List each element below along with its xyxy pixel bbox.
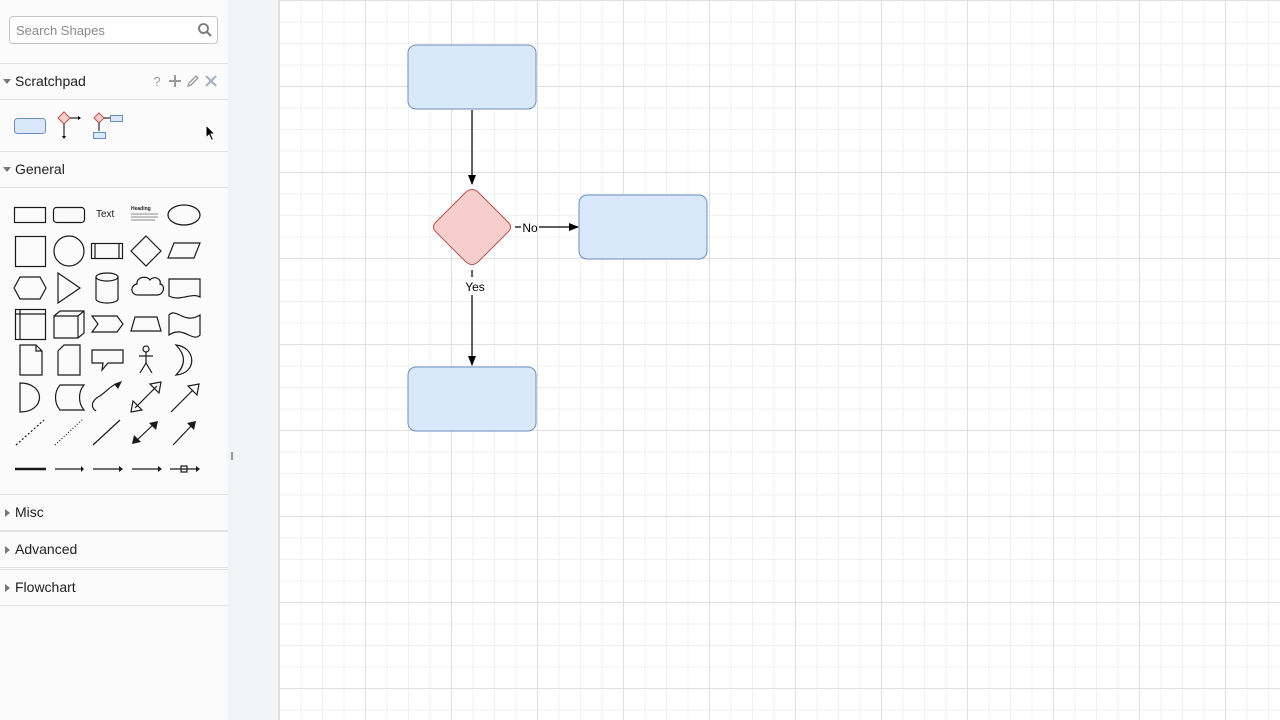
shape-cylinder[interactable] xyxy=(95,272,119,304)
sidebar-splitter[interactable] xyxy=(228,0,236,720)
shape-parallelogram[interactable] xyxy=(167,242,201,259)
shape-text[interactable]: Text xyxy=(96,209,115,220)
section-general-title: General xyxy=(15,161,65,177)
shape-connector-symbol[interactable] xyxy=(170,465,196,473)
shape-directional-connector[interactable] xyxy=(172,423,194,446)
process-box-bottom[interactable] xyxy=(407,366,537,432)
scratchpad-item-decision-branch[interactable] xyxy=(88,110,126,142)
expanded-triangle-icon xyxy=(3,79,11,84)
edge-label-yes[interactable]: Yes xyxy=(465,280,485,294)
help-icon[interactable]: ? xyxy=(153,73,161,89)
shape-heading[interactable]: Heading xyxy=(131,206,151,212)
shape-square[interactable] xyxy=(14,235,47,268)
shape-bidirectional-connector[interactable] xyxy=(134,422,156,443)
shape-callout[interactable] xyxy=(91,349,124,372)
section-misc[interactable]: Misc xyxy=(0,494,228,531)
section-general[interactable]: General xyxy=(0,151,228,188)
section-advanced[interactable]: Advanced xyxy=(0,531,228,568)
expanded-triangle-icon xyxy=(3,167,11,172)
collapsed-triangle-icon xyxy=(5,546,10,554)
mouse-cursor-icon xyxy=(205,124,217,142)
shape-card[interactable] xyxy=(57,344,81,376)
collapsed-triangle-icon xyxy=(5,584,10,592)
process-box-top[interactable] xyxy=(407,44,537,110)
section-flowchart[interactable]: Flowchart xyxy=(0,569,228,606)
shape-bidirectional-arrow[interactable] xyxy=(130,381,162,413)
shape-or[interactable] xyxy=(174,344,193,376)
section-flowchart-title: Flowchart xyxy=(15,579,76,595)
scratchpad-actions: ? xyxy=(150,73,218,89)
collapsed-triangle-icon xyxy=(5,509,10,517)
shape-line[interactable] xyxy=(92,419,121,446)
shape-cloud[interactable] xyxy=(131,276,165,296)
shape-ellipse[interactable] xyxy=(167,204,201,226)
shape-dotted-line[interactable] xyxy=(54,419,83,446)
section-advanced-title: Advanced xyxy=(15,541,78,557)
shape-document[interactable] xyxy=(168,278,201,299)
splitter-grip-icon[interactable] xyxy=(231,452,233,460)
shape-diamond[interactable] xyxy=(130,235,162,267)
shape-rounded-rectangle[interactable] xyxy=(52,206,86,224)
shape-triangle[interactable] xyxy=(57,271,82,305)
shape-process[interactable] xyxy=(90,242,124,260)
diagram-canvas[interactable] xyxy=(278,0,1280,720)
shape-stored-data[interactable] xyxy=(54,384,86,411)
add-icon[interactable] xyxy=(168,74,182,88)
shape-data-storage[interactable] xyxy=(19,382,40,413)
process-box-right[interactable] xyxy=(578,194,708,260)
scratchpad-item-rectangle[interactable] xyxy=(12,115,48,139)
shape-rectangle[interactable] xyxy=(13,206,47,224)
close-icon[interactable] xyxy=(204,74,218,88)
shape-cube[interactable] xyxy=(53,310,85,339)
edge-label-no[interactable]: No xyxy=(522,221,538,235)
section-misc-title: Misc xyxy=(15,504,44,520)
shape-note[interactable] xyxy=(19,344,43,376)
decision-diamond[interactable] xyxy=(433,189,511,265)
shape-arrow[interactable] xyxy=(170,383,200,413)
general-shapes-palette: Text Heading xyxy=(13,204,201,473)
search-input[interactable] xyxy=(16,21,196,39)
shape-textbox-lines xyxy=(131,213,158,221)
shape-circle[interactable] xyxy=(53,235,85,267)
shape-internal-storage[interactable] xyxy=(14,308,47,341)
shapes-sidebar: Scratchpad ? General xyxy=(0,0,229,720)
section-scratchpad[interactable]: Scratchpad ? xyxy=(0,63,228,100)
shape-step[interactable] xyxy=(90,315,124,333)
shape-trapezoid[interactable] xyxy=(130,316,162,332)
section-scratchpad-title: Scratchpad xyxy=(15,73,86,89)
shape-tape[interactable] xyxy=(168,312,201,338)
scratchpad-item-decision-flow[interactable] xyxy=(54,110,84,142)
search-box[interactable] xyxy=(9,16,218,44)
shape-hexagon[interactable] xyxy=(13,276,47,300)
search-icon[interactable] xyxy=(197,22,213,38)
shape-actor[interactable] xyxy=(139,345,153,374)
edit-icon[interactable] xyxy=(186,74,200,88)
shape-curved-arrow[interactable] xyxy=(91,382,119,412)
